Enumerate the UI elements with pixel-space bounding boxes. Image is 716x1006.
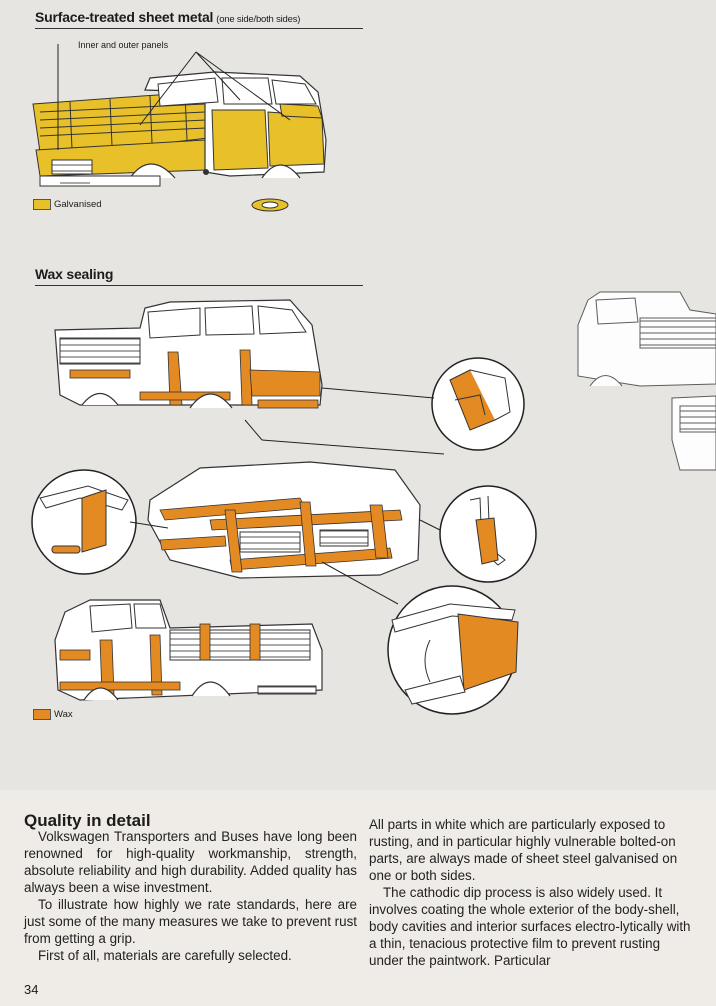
callout-inner-outer-panels: Inner and outer panels (78, 40, 169, 50)
partial-van-right-edge (577, 291, 716, 471)
article-column-2: All parts in white which are particularl… (369, 816, 695, 969)
legend-label: Wax (54, 709, 73, 720)
article-column-1: Volkswagen Transporters and Buses have l… (24, 828, 357, 964)
paragraph: First of all, materials are carefully se… (38, 948, 292, 963)
double-cab-wax-drawing (54, 299, 323, 409)
legend-label: Galvanised (54, 199, 102, 210)
section2-rule (35, 285, 363, 286)
vehicle-illustrations (31, 44, 716, 715)
legend-wax: Wax (33, 709, 73, 720)
paragraph: The cathodic dip process is also widely … (369, 885, 691, 968)
legend-galvanised: Galvanised (33, 199, 102, 210)
detail-circle-sill-section (31, 469, 137, 575)
underbody-wax-drawing (147, 461, 421, 579)
paragraph: To illustrate how highly we rate standar… (24, 897, 357, 946)
section-title-surface-treated: Surface-treated sheet metal(one side/bot… (35, 9, 300, 25)
single-cab-wax-drawing (54, 599, 323, 701)
section-title-text: Surface-treated sheet metal (35, 9, 214, 25)
paragraph: Volkswagen Transporters and Buses have l… (24, 829, 357, 895)
legend-swatch-yellow (33, 199, 51, 210)
legend-swatch-orange (33, 709, 51, 720)
text-panel (0, 790, 716, 1006)
section-title-wax-sealing: Wax sealing (35, 266, 114, 282)
detail-circle-door-sill (431, 357, 525, 451)
section-subtitle: (one side/both sides) (216, 14, 301, 25)
section1-rule (35, 28, 363, 29)
detail-circle-wheel-arch (387, 585, 519, 715)
paragraph: All parts in white which are particularl… (369, 817, 678, 883)
article-heading: Quality in detail (24, 811, 151, 830)
page-number: 34 (24, 982, 39, 997)
detail-circle-pillar-section (439, 485, 537, 583)
pickup-galvanised-drawing (32, 71, 327, 212)
